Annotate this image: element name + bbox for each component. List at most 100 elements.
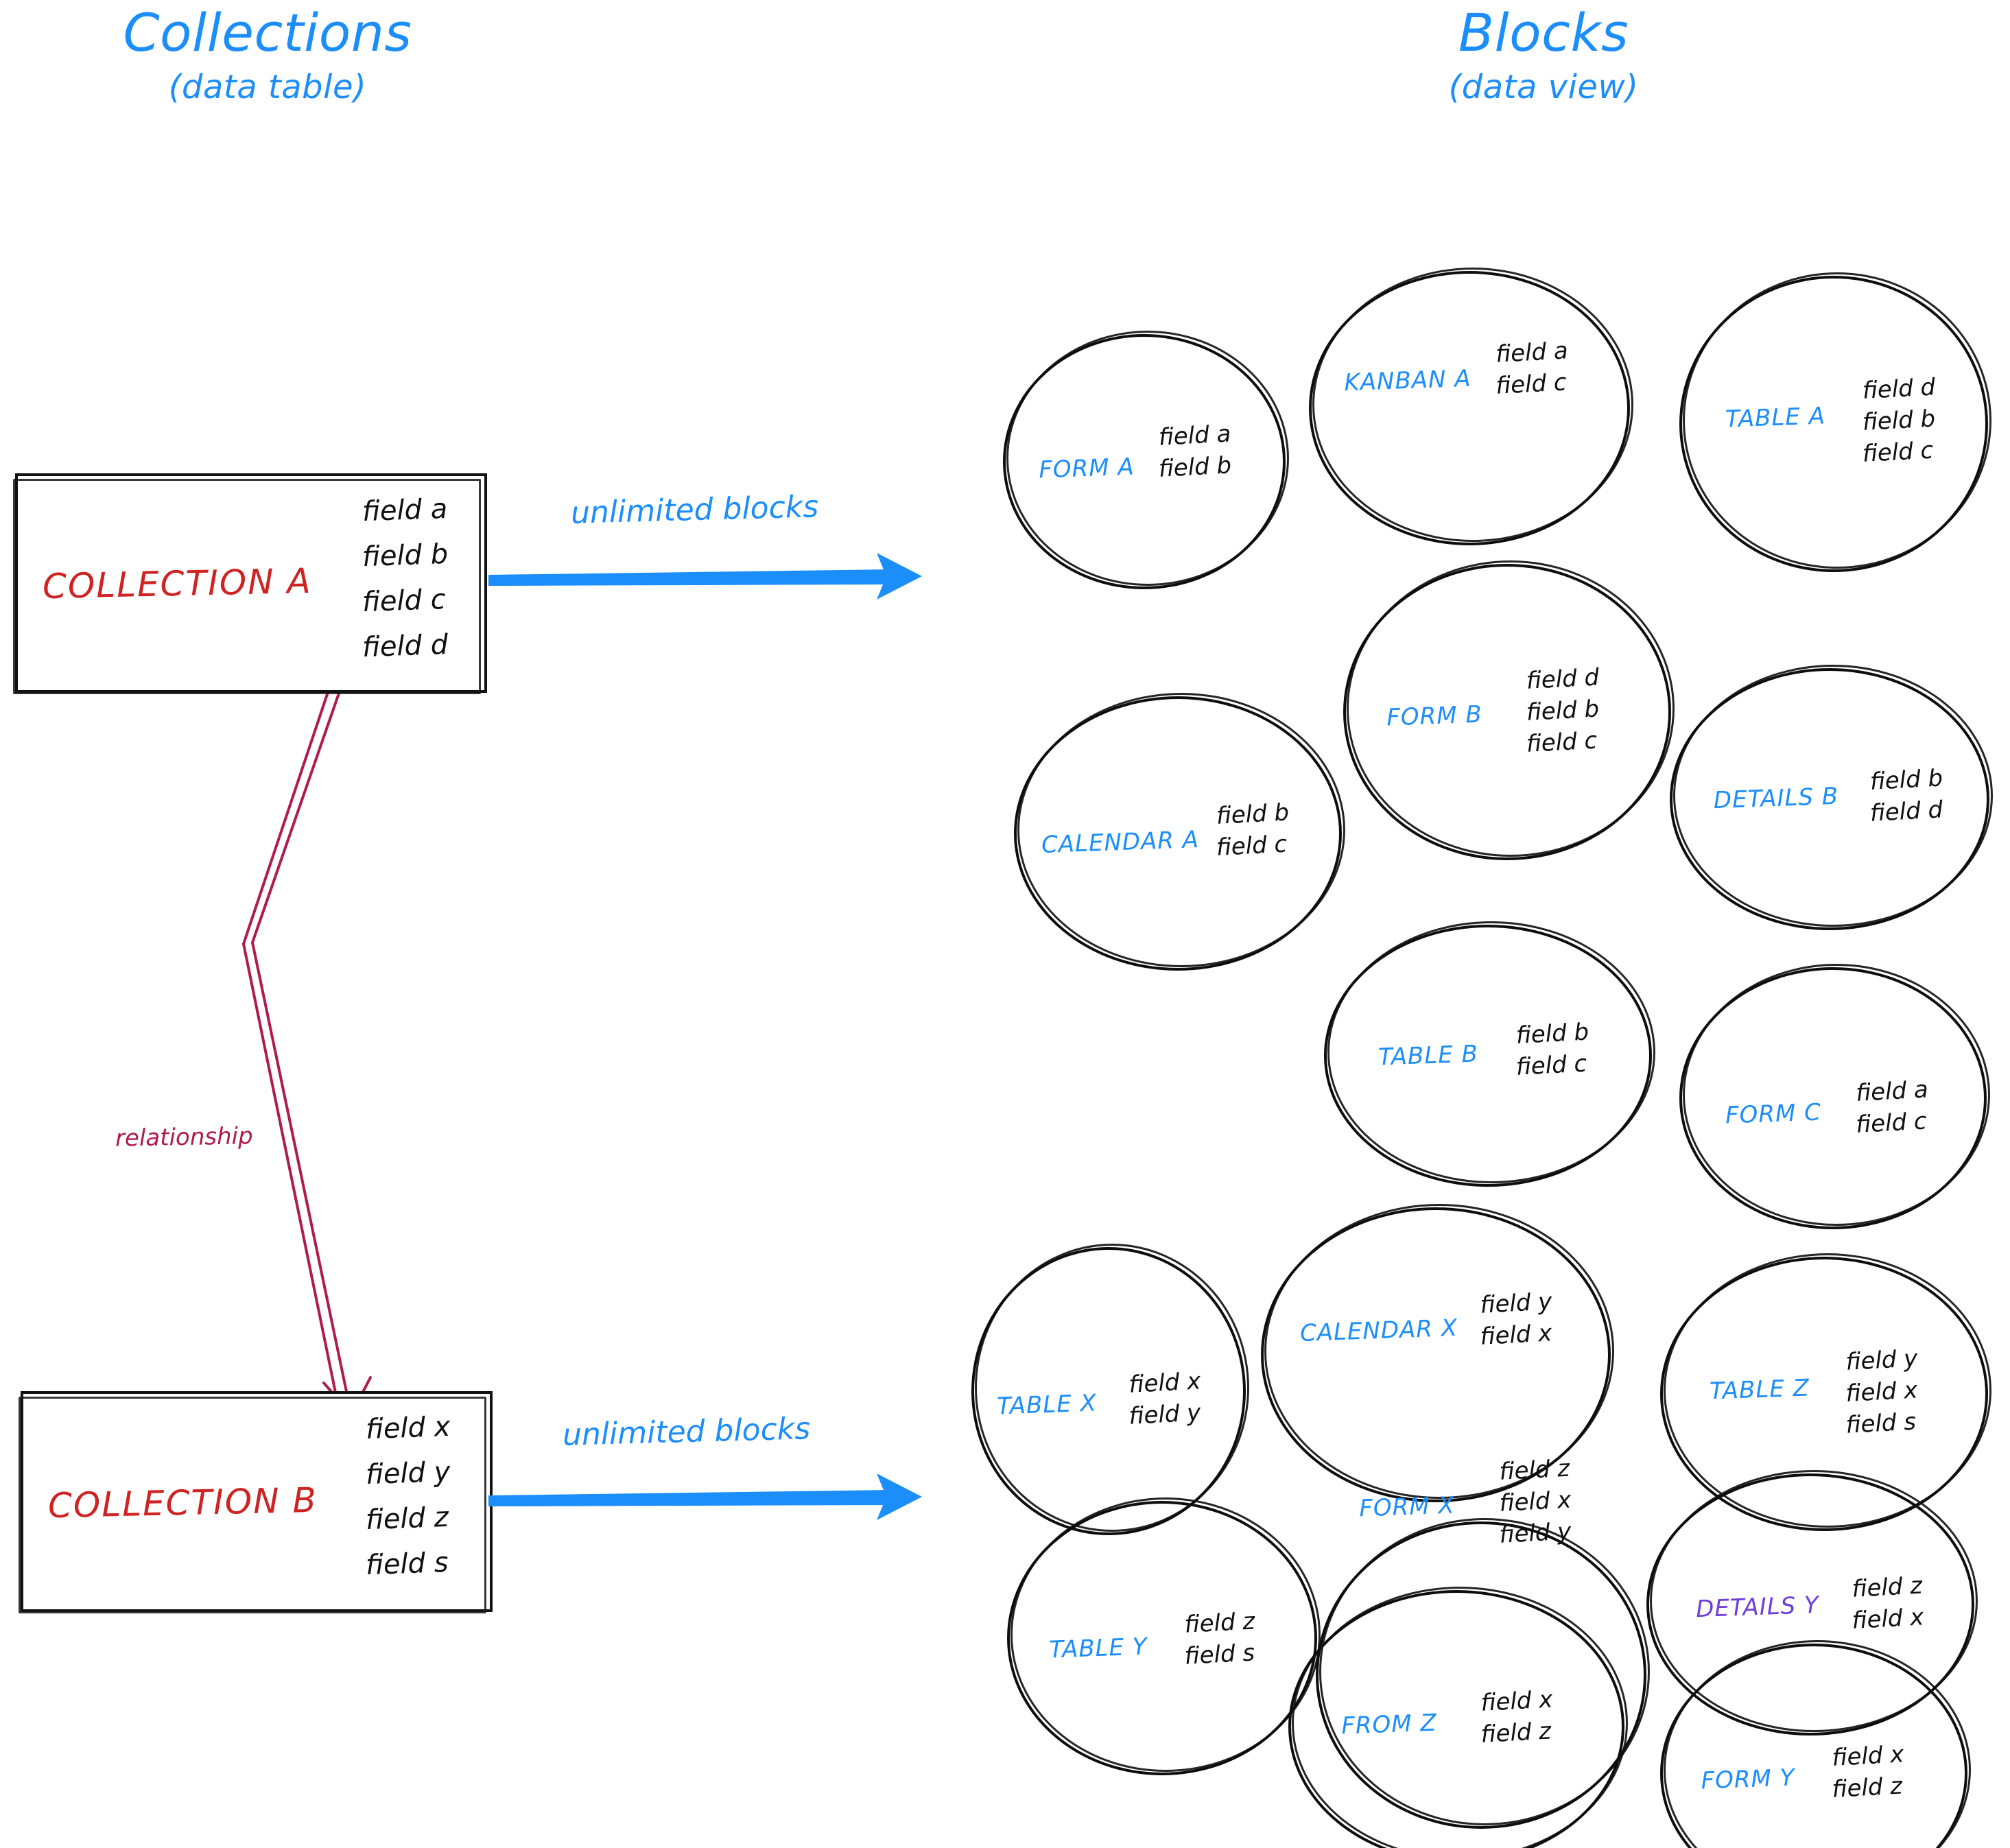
block-calendar-x-label: CALENDAR X bbox=[1299, 1314, 1458, 1348]
block-ellipse bbox=[1679, 272, 1991, 572]
field-0: field a bbox=[1495, 337, 1569, 368]
field-0: field d bbox=[1525, 663, 1600, 695]
field-1: field b bbox=[1861, 405, 1937, 436]
field-0: field x bbox=[1128, 1367, 1202, 1399]
block-ellipse bbox=[1343, 560, 1675, 860]
block-calendar-a[interactable]: CALENDAR A field b field c bbox=[1014, 693, 1345, 971]
block-ellipse bbox=[1261, 1204, 1614, 1502]
collection-a-field-2: field c bbox=[362, 583, 447, 619]
field-2: field s bbox=[1845, 1408, 1917, 1439]
field-1: field b bbox=[1157, 451, 1233, 483]
block-kanban-a-label: KANBAN A bbox=[1343, 364, 1472, 397]
collection-b-box[interactable] bbox=[19, 1391, 493, 1613]
block-form-c[interactable]: FORM C field a field c bbox=[1679, 964, 1990, 1229]
block-ellipse bbox=[1309, 268, 1633, 545]
blocks-heading-title: Blocks bbox=[1458, 2, 1629, 63]
field-0: field b bbox=[1515, 1018, 1590, 1050]
field-0: field z bbox=[1183, 1607, 1256, 1639]
block-details-b[interactable]: DETAILS B field b field d bbox=[1670, 665, 1993, 930]
field-2: field c bbox=[1525, 726, 1598, 758]
field-0: field d bbox=[1861, 373, 1937, 405]
collection-a-field-0: field a bbox=[362, 493, 448, 528]
block-table-z-fields: field y field x field s bbox=[1845, 1344, 1919, 1440]
block-ellipse bbox=[1679, 964, 1990, 1229]
block-ellipse bbox=[971, 1244, 1249, 1535]
collection-a-field-1: field b bbox=[362, 538, 449, 573]
block-calendar-a-fields: field b field c bbox=[1216, 798, 1290, 862]
block-kanban-a[interactable]: KANBAN A field a field c bbox=[1309, 268, 1633, 545]
collection-b-field-2: field z bbox=[365, 1501, 449, 1537]
field-0: field a bbox=[1855, 1076, 1929, 1107]
block-details-y-label: DETAILS Y bbox=[1695, 1591, 1820, 1624]
collection-a-fields: field a field b field c field d bbox=[362, 493, 449, 664]
block-form-x-label: FORM X bbox=[1358, 1491, 1456, 1523]
field-1: field d bbox=[1869, 796, 1944, 827]
field-1: field c bbox=[1515, 1050, 1588, 1081]
block-form-a-fields: field a field b bbox=[1157, 420, 1233, 484]
block-form-x-fields: field z field x field y bbox=[1498, 1454, 1572, 1550]
block-ellipse bbox=[1288, 1587, 1628, 1848]
block-ellipse bbox=[1670, 665, 1993, 930]
collections-heading-subtitle: (data table) bbox=[168, 67, 367, 106]
block-form-a[interactable]: FORM A field a field b bbox=[1003, 331, 1289, 589]
block-kanban-a-fields: field a field c bbox=[1495, 337, 1569, 401]
block-table-a[interactable]: TABLE A field d field b field c bbox=[1679, 272, 1991, 572]
field-0: field z bbox=[1498, 1454, 1571, 1486]
collection-a-name: COLLECTION A bbox=[42, 560, 313, 607]
block-details-y-fields: field z field x bbox=[1851, 1572, 1925, 1635]
field-2: field c bbox=[1861, 436, 1935, 468]
unlimited-blocks-arrow-b bbox=[488, 1473, 922, 1520]
field-1: field y bbox=[1128, 1399, 1202, 1430]
block-ellipse bbox=[1007, 1497, 1321, 1775]
block-table-y-fields: field z field s bbox=[1183, 1607, 1256, 1671]
collections-heading-title: Collections bbox=[123, 2, 412, 63]
field-0: field y bbox=[1845, 1344, 1919, 1376]
block-form-y-label: FORM Y bbox=[1700, 1764, 1796, 1795]
unlimited-blocks-label-a: unlimited blocks bbox=[570, 489, 819, 531]
block-calendar-x-fields: field y field x bbox=[1479, 1288, 1553, 1351]
field-1: field x bbox=[1851, 1603, 1925, 1635]
field-1: field x bbox=[1845, 1376, 1919, 1408]
block-table-b-label: TABLE B bbox=[1378, 1040, 1479, 1071]
unlimited-blocks-arrow-a bbox=[488, 553, 922, 600]
block-from-z-fields: field x field z bbox=[1480, 1685, 1554, 1749]
block-form-y-fields: field x field z bbox=[1831, 1740, 1905, 1804]
block-table-x[interactable]: TABLE X field x field y bbox=[971, 1244, 1249, 1535]
block-table-y[interactable]: TABLE Y field z field s bbox=[1007, 1497, 1321, 1775]
block-table-y-label: TABLE Y bbox=[1048, 1633, 1148, 1664]
block-from-z[interactable]: FROM Z field x field z bbox=[1288, 1587, 1628, 1848]
field-1: field s bbox=[1183, 1639, 1256, 1670]
block-table-b-fields: field b field c bbox=[1515, 1018, 1590, 1082]
collection-a-field-3: field d bbox=[362, 628, 449, 664]
block-ellipse bbox=[1003, 331, 1289, 589]
collection-b-field-1: field y bbox=[365, 1456, 451, 1491]
block-from-z-label: FROM Z bbox=[1340, 1709, 1438, 1740]
field-0: field x bbox=[1831, 1740, 1905, 1772]
block-form-b-fields: field d field b field c bbox=[1525, 663, 1600, 759]
field-1: field z bbox=[1480, 1717, 1552, 1749]
field-1: field z bbox=[1831, 1772, 1904, 1803]
block-calendar-a-label: CALENDAR A bbox=[1041, 825, 1200, 860]
block-calendar-x[interactable]: CALENDAR X field y field x bbox=[1261, 1204, 1614, 1502]
field-0: field a bbox=[1157, 420, 1232, 451]
block-ellipse bbox=[1660, 1640, 1971, 1848]
field-0: field b bbox=[1869, 764, 1944, 796]
block-table-x-label: TABLE X bbox=[996, 1389, 1098, 1421]
unlimited-blocks-label-b: unlimited blocks bbox=[562, 1411, 811, 1453]
block-table-a-fields: field d field b field c bbox=[1861, 373, 1937, 469]
collection-b-fields: field x field y field z field s bbox=[365, 1411, 451, 1581]
block-form-b-label: FORM B bbox=[1386, 700, 1483, 732]
blocks-heading: Blocks (data view) bbox=[1324, 5, 1763, 104]
block-details-b-label: DETAILS B bbox=[1713, 782, 1839, 815]
block-form-c-fields: field a field c bbox=[1855, 1076, 1929, 1139]
block-table-b[interactable]: TABLE B field b field c bbox=[1324, 921, 1655, 1187]
field-1: field x bbox=[1479, 1319, 1553, 1351]
field-2: field y bbox=[1498, 1517, 1572, 1549]
block-ellipse bbox=[1324, 921, 1655, 1187]
collection-b-name: COLLECTION B bbox=[47, 1480, 318, 1526]
field-0: field z bbox=[1851, 1572, 1924, 1603]
block-form-b[interactable]: FORM B field d field b field c bbox=[1343, 560, 1675, 860]
block-form-c-label: FORM C bbox=[1725, 1098, 1822, 1130]
block-form-y[interactable]: FORM Y field x field z bbox=[1660, 1640, 1971, 1848]
